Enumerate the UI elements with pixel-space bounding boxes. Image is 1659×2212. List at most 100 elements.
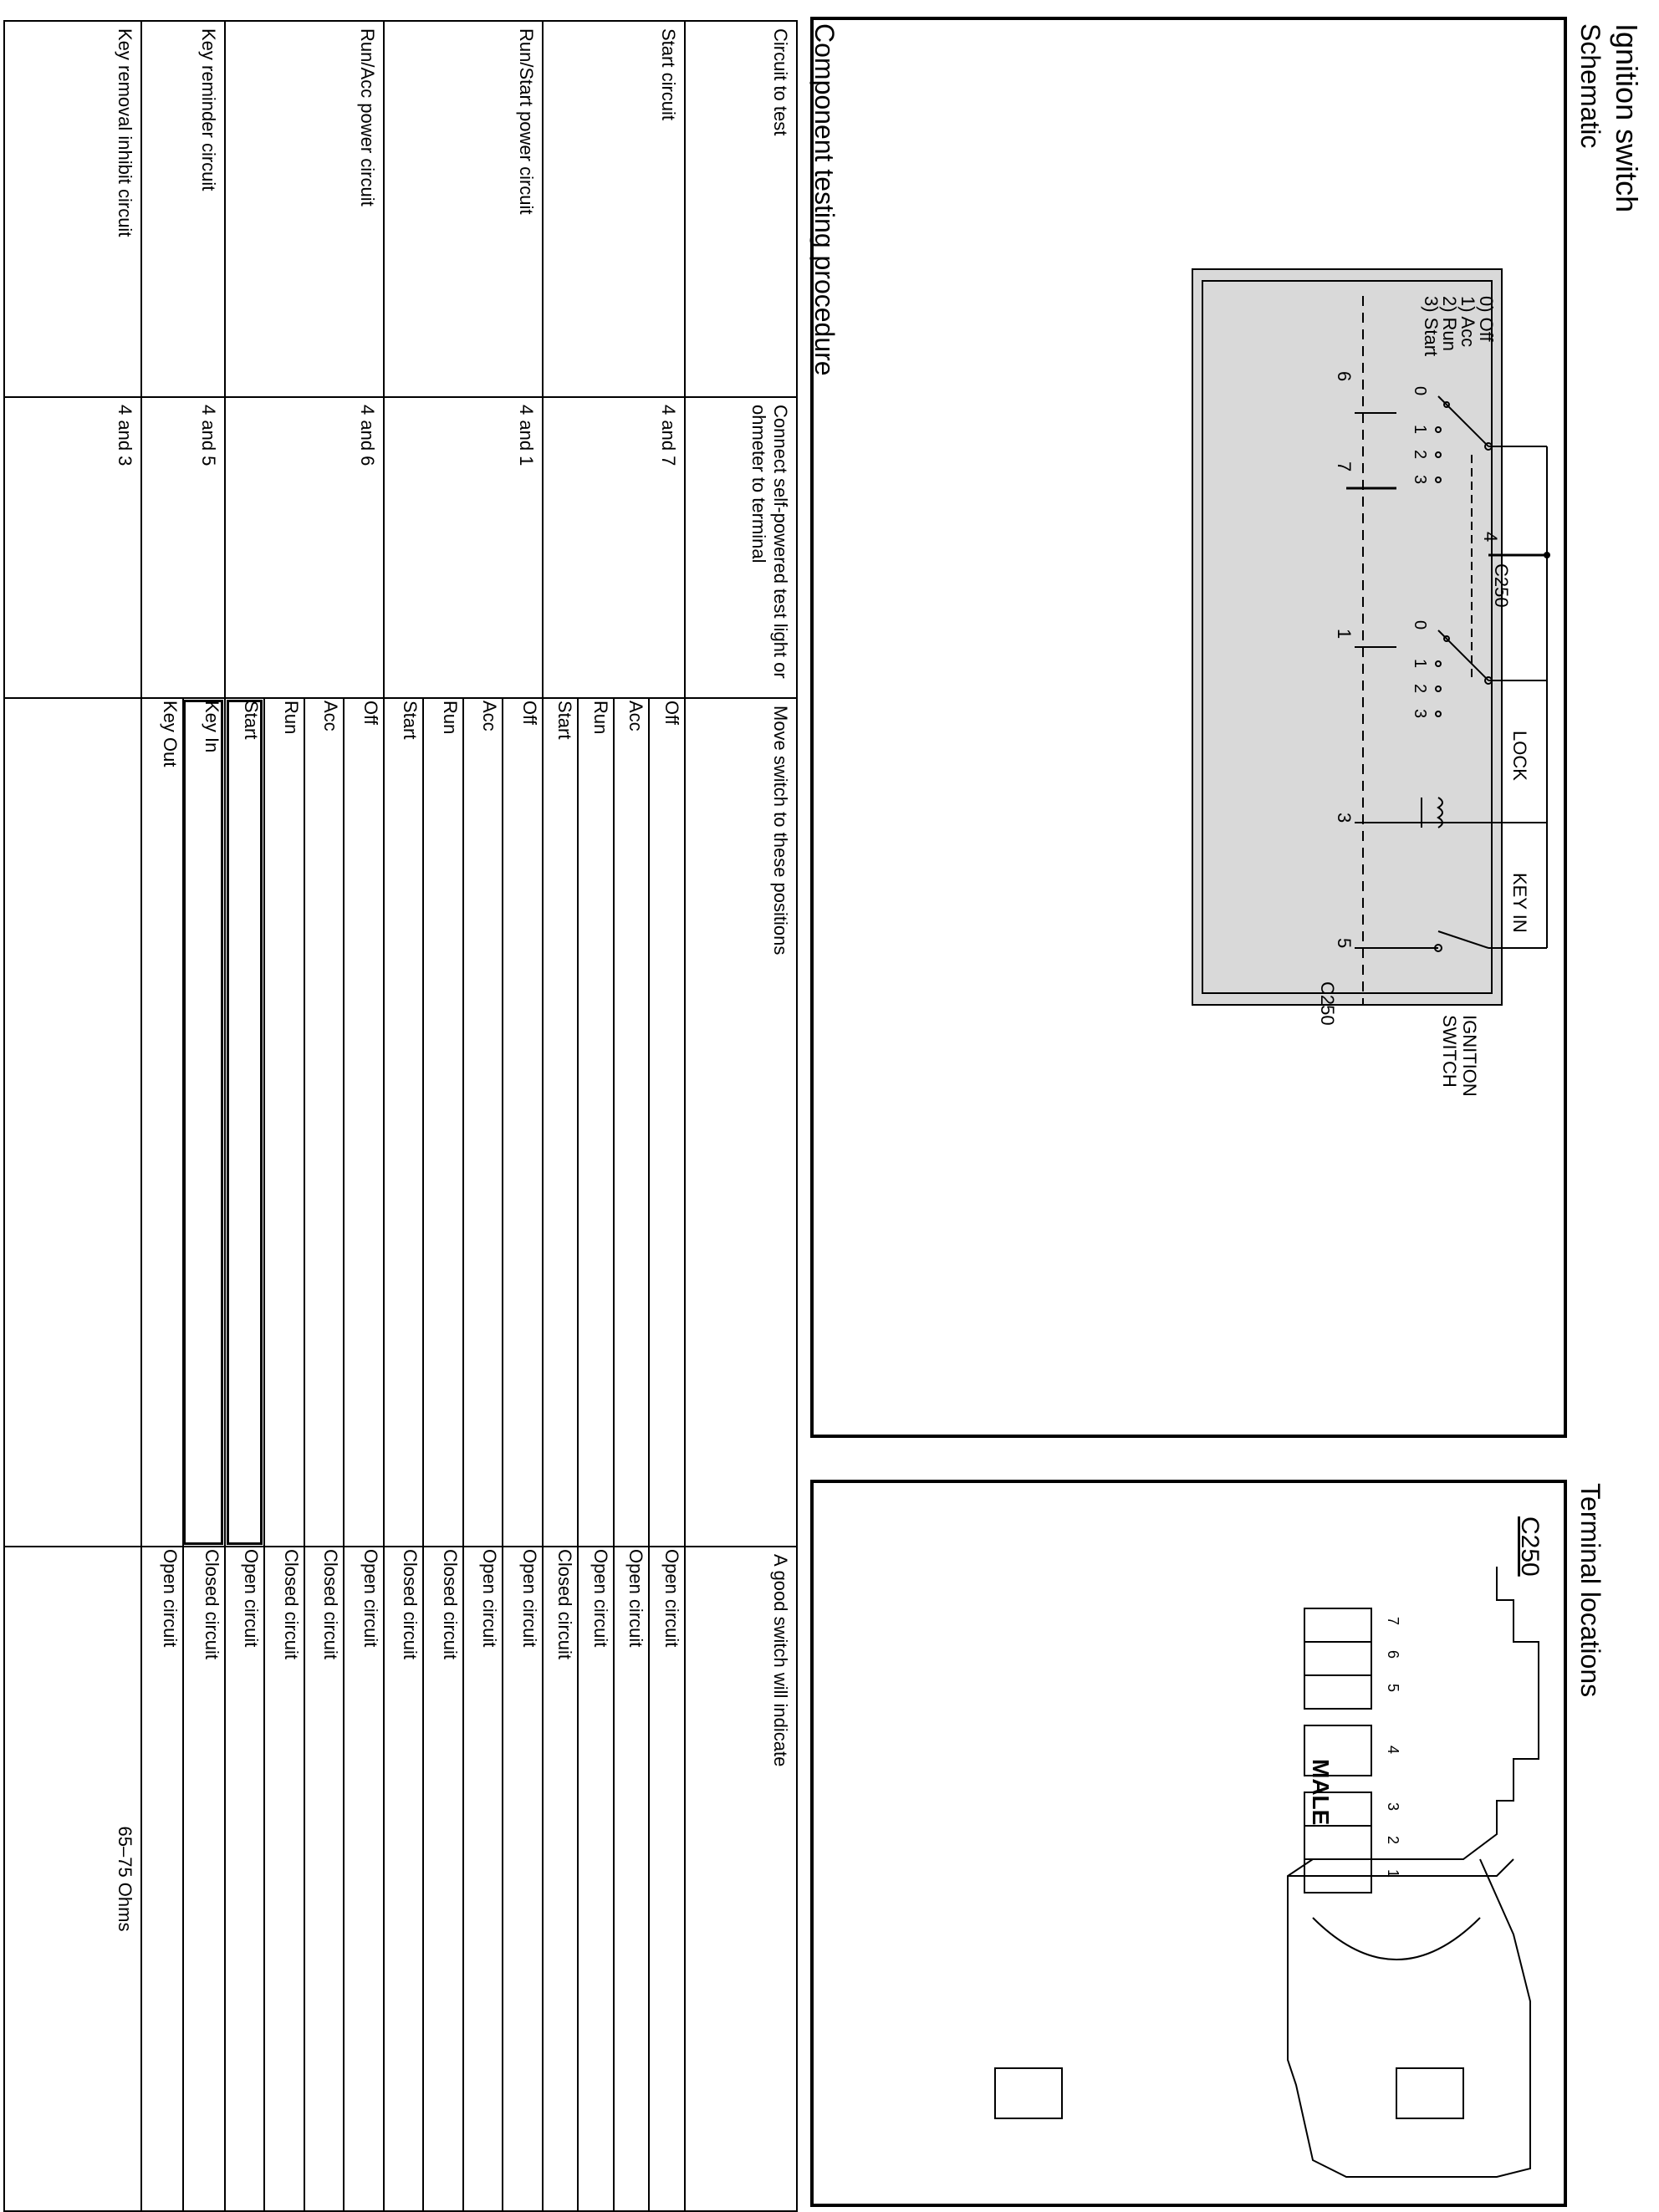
switch-2-pos-2: 2: [1411, 684, 1429, 693]
connector-outline: [1287, 1567, 1539, 2178]
switch-2-blade: [1437, 629, 1489, 681]
position-cell: Off: [648, 699, 684, 1546]
schematic-heading: Schematic: [1575, 23, 1605, 149]
position-cell-empty: [4, 698, 141, 1547]
legend-start: 3) Start: [1421, 296, 1442, 356]
result-list: Open circuit Open circuit Open circuit C…: [544, 1547, 684, 2210]
position-cell: Run: [422, 699, 462, 1546]
switch-2-contact-3: [1435, 711, 1442, 717]
switch-housing-inner: [1202, 280, 1493, 994]
mount-tab-lower: [994, 2067, 1063, 2119]
lock-label: LOCK: [1509, 731, 1530, 781]
position-cell: Off: [343, 699, 383, 1546]
key-in-label: KEY IN: [1509, 873, 1530, 933]
switch-housing: [1192, 268, 1503, 1006]
switch-1-contact-2: [1435, 451, 1442, 458]
header-move: Move switch to these positions: [685, 698, 797, 1547]
switch-2-contact-2: [1435, 686, 1442, 692]
table-row: Key reminder circuit 4 and 5 Key In Key …: [141, 21, 225, 2211]
connector-latch: [1288, 1858, 1514, 1877]
result-cell: Open circuit: [241, 1549, 263, 1648]
header-connect: Connect self-powered test light or ohmet…: [685, 397, 797, 698]
position-cell: Run: [263, 699, 304, 1546]
page-title: Ignition switch: [1610, 23, 1644, 213]
table-row: Start circuit 4 and 7 Off Acc Run Start …: [543, 21, 685, 2211]
switch-1-pos-3: 3: [1411, 475, 1429, 484]
table-row: Run/Start power circuit 4 and 1 Off Acc …: [384, 21, 543, 2211]
pin-label-2: 2: [1385, 1836, 1401, 1844]
switch-2-contact-0: [1443, 635, 1450, 642]
terminal-pair: 4 and 3: [4, 397, 141, 698]
result-cell: 65–75 Ohms: [4, 1547, 141, 2211]
position-cell: Start: [554, 701, 576, 740]
switch-1-pos-0: 0: [1411, 386, 1429, 395]
key-in-blade: [1437, 930, 1489, 949]
result-cell: Closed circuit: [422, 1547, 462, 2210]
lock-solenoid-coil: [1437, 797, 1443, 828]
result-list: Open circuit Open circuit Closed circuit…: [385, 1547, 542, 2210]
switch-1-contact-1: [1435, 426, 1442, 433]
terminal-pair: 4 and 6: [225, 397, 384, 698]
circuit-name: Key removal inhibit circuit: [4, 21, 141, 397]
result-cell: Open circuit: [577, 1547, 613, 2210]
legend-off: 0) Off: [1476, 296, 1497, 343]
result-cell: Open circuit: [502, 1547, 542, 2210]
switch-2-pos-0: 0: [1411, 620, 1429, 629]
switch-label-line2: SWITCH: [1439, 1015, 1460, 1088]
pin-label-5: 5: [1385, 1684, 1401, 1692]
result-cell: Open circuit: [648, 1547, 684, 2210]
switch-1-blade: [1437, 395, 1489, 447]
result-cell: Open circuit: [613, 1547, 649, 2210]
header-row: Circuit to test Connect self-powered tes…: [685, 21, 797, 2211]
result-list: Open circuit Closed circuit Closed circu…: [226, 1547, 383, 2210]
circuit-name: Key reminder circuit: [141, 21, 225, 397]
switch-label-line1: IGNITION: [1459, 1015, 1480, 1097]
position-cell: Off: [502, 699, 542, 1546]
result-list: Closed circuit Open circuit: [142, 1547, 224, 2210]
result-cell: Closed circuit: [263, 1547, 304, 2210]
pin-cavity-7: [1304, 1608, 1372, 1643]
switch-1-contact-3: [1435, 477, 1442, 483]
switch-2-contact-1: [1435, 660, 1442, 667]
legend-run: 2) Run: [1439, 296, 1460, 351]
position-list: Off Acc Run Start: [544, 699, 684, 1546]
schematic-diagram: 0) Off 1) Acc 2) Run 3) Start 4 C250 0 1…: [1192, 268, 1550, 1097]
pin-cavity-6: [1304, 1641, 1372, 1676]
result-cell: Closed circuit: [182, 1547, 224, 2210]
terminal-locations-heading: Terminal locations: [1575, 1483, 1605, 1698]
position-cell: Start: [226, 699, 264, 1546]
connector-curve: [1312, 1917, 1481, 1960]
switch-1-contact-0: [1443, 401, 1450, 408]
switch-2-pos-1: 1: [1411, 659, 1429, 668]
procedure-heading: Component testing procedure: [809, 23, 840, 376]
terminal-pair: 4 and 5: [141, 397, 225, 698]
position-list: Off Acc Run Start: [226, 699, 383, 1546]
position-cell: Acc: [613, 699, 649, 1546]
position-cell: Key Out: [160, 701, 181, 767]
terminal-pair: 4 and 1: [384, 397, 543, 698]
junction-dot: [1544, 552, 1550, 558]
position-cell: Acc: [462, 699, 503, 1546]
circuit-name: Run/Acc power circuit: [225, 21, 384, 397]
schematic-panel: 0) Off 1) Acc 2) Run 3) Start 4 C250 0 1…: [810, 17, 1567, 1438]
mount-tab-upper: [1396, 2067, 1464, 2119]
result-cell: Closed circuit: [400, 1549, 421, 1660]
terminal-1-label: 1: [1334, 629, 1355, 639]
connector-diagram: C250 MALE 7 6 5 4 3 2 1: [994, 1516, 1544, 2178]
pin-label-6: 6: [1385, 1650, 1401, 1659]
switch-1-pos-1: 1: [1411, 425, 1429, 434]
switch-2-pos-3: 3: [1411, 709, 1429, 718]
legend-acc: 1) Acc: [1457, 296, 1478, 347]
position-list: Key In Key Out: [142, 699, 224, 1546]
terminal-6-label: 6: [1334, 371, 1355, 381]
result-cell: Closed circuit: [304, 1547, 344, 2210]
result-cell: Open circuit: [160, 1549, 181, 1648]
pin-cavity-2: [1304, 1825, 1372, 1860]
pin-cavity-5: [1304, 1674, 1372, 1710]
position-cell: Key In: [182, 699, 224, 1546]
table-row: Run/Acc power circuit 4 and 6 Off Acc Ru…: [225, 21, 384, 2211]
circuit-name: Start circuit: [543, 21, 685, 397]
pin-label-1: 1: [1385, 1869, 1401, 1878]
